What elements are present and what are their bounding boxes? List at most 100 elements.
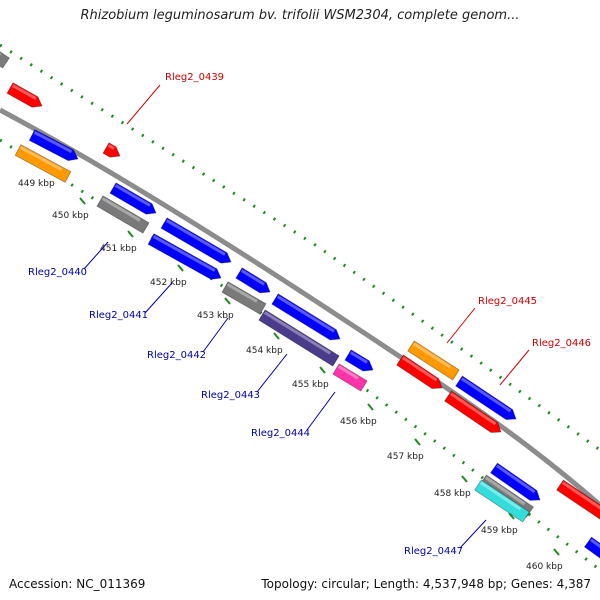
- gene-feature[interactable]: [96, 195, 150, 234]
- gene-label-leader: [446, 307, 476, 344]
- gene-label-rleg2_0445[interactable]: Rleg2_0445: [478, 296, 537, 307]
- gene-highlight: [349, 351, 368, 364]
- kbp-tick: [414, 438, 421, 446]
- gene-shape: [258, 309, 340, 367]
- kbp-tick: [224, 297, 231, 305]
- kbp-tick: [319, 366, 326, 374]
- kbp-tick: [127, 230, 134, 238]
- gene-highlight: [337, 365, 359, 380]
- gene-highlight: [449, 392, 497, 426]
- gene-shape: [160, 217, 232, 264]
- kbp-tick: [273, 332, 280, 340]
- gene-shape: [6, 82, 43, 108]
- kbp-label: 455 kbp: [292, 380, 329, 390]
- kbp-label: 452 kbp: [150, 278, 187, 288]
- gene-shape: [407, 340, 460, 381]
- gene-highlight: [263, 311, 331, 355]
- gene-feature[interactable]: [444, 390, 505, 437]
- gene-label-rleg2_0443[interactable]: Rleg2_0443: [201, 390, 260, 401]
- gene-highlight: [561, 481, 600, 510]
- gene-shape: [271, 293, 341, 341]
- gene-label-rleg2_0444[interactable]: Rleg2_0444: [251, 428, 310, 439]
- gene-highlight: [240, 269, 265, 286]
- gene-shape: [109, 182, 157, 215]
- gene-feature[interactable]: [583, 536, 600, 561]
- gene-label-rleg2_0440[interactable]: Rleg2_0440: [28, 267, 87, 278]
- gene-shape: [221, 281, 267, 315]
- kbp-label: 456 kbp: [340, 417, 377, 427]
- gene-highlight: [165, 219, 226, 256]
- gene-label-rleg2_0442[interactable]: Rleg2_0442: [147, 350, 206, 361]
- gene-highlight: [276, 295, 335, 333]
- gene-feature[interactable]: [344, 349, 376, 375]
- gene-highlight: [412, 342, 452, 369]
- gene-feature[interactable]: [455, 375, 520, 424]
- gene-shape: [344, 349, 374, 372]
- gene-shape: [583, 536, 600, 561]
- gene-feature[interactable]: [109, 182, 159, 218]
- gene-highlight: [226, 283, 258, 303]
- gene-feature[interactable]: [160, 217, 234, 267]
- accession-text: Accession: NC_011369: [9, 577, 146, 591]
- gene-feature[interactable]: [235, 267, 273, 297]
- gene-feature[interactable]: [28, 129, 81, 165]
- gene-highlight: [479, 481, 522, 511]
- gene-shape: [490, 462, 541, 501]
- gene-highlight: [495, 464, 536, 494]
- kbp-tick: [367, 403, 374, 411]
- gene-highlight: [401, 356, 438, 382]
- gene-highlight: [152, 235, 216, 272]
- gene-shape: [332, 363, 368, 392]
- gene-label-leader: [126, 84, 161, 125]
- gene-label-rleg2_0441[interactable]: Rleg2_0441: [89, 310, 148, 321]
- gene-shape: [474, 479, 530, 523]
- genome-backbone: [0, 107, 600, 507]
- kbp-tick: [79, 197, 86, 205]
- gene-shape: [96, 195, 150, 234]
- gene-label-leader: [256, 353, 288, 393]
- kbp-label: 453 kbp: [197, 311, 234, 321]
- gene-feature[interactable]: [396, 354, 446, 393]
- kbp-label: 451 kbp: [100, 244, 137, 254]
- gene-highlight: [101, 197, 141, 222]
- gene-shape: [556, 479, 600, 522]
- gene-feature[interactable]: [102, 142, 123, 161]
- gene-label-leader: [306, 391, 336, 431]
- kbp-label: 460 kbp: [526, 562, 563, 572]
- gene-label-leader: [499, 349, 530, 386]
- kbp-label: 449 kbp: [18, 179, 55, 189]
- kbp-label: 450 kbp: [52, 211, 89, 221]
- gene-feature[interactable]: [14, 144, 72, 183]
- gene-feature[interactable]: [490, 462, 544, 505]
- gene-label-leader: [83, 241, 109, 270]
- gene-feature[interactable]: [0, 49, 10, 69]
- gene-feature[interactable]: [556, 479, 600, 522]
- gene-shape: [444, 390, 502, 433]
- gene-feature[interactable]: [332, 363, 368, 392]
- gene-highlight: [19, 146, 63, 171]
- gene-feature[interactable]: [221, 281, 267, 315]
- gene-shape: [14, 144, 72, 183]
- gene-feature[interactable]: [258, 309, 340, 367]
- gene-feature[interactable]: [474, 479, 530, 523]
- kbp-label: 454 kbp: [246, 346, 283, 356]
- kbp-label: 459 kbp: [481, 526, 518, 536]
- gene-label-rleg2_0439[interactable]: Rleg2_0439: [165, 72, 224, 83]
- gene-shape: [102, 142, 121, 158]
- gene-shape: [396, 354, 443, 389]
- gene-feature[interactable]: [271, 293, 343, 344]
- genome-summary-text: Topology: circular; Length: 4,537,948 bp…: [261, 577, 591, 591]
- gene-feature[interactable]: [147, 233, 224, 283]
- gene-feature[interactable]: [6, 82, 45, 111]
- gene-highlight: [460, 377, 512, 413]
- gene-feature[interactable]: [407, 340, 460, 381]
- kbp-tick: [177, 264, 184, 272]
- gene-shape: [235, 267, 271, 294]
- gene-shape: [0, 49, 10, 69]
- gene-label-rleg2_0447[interactable]: Rleg2_0447: [404, 546, 463, 557]
- kbp-tick: [508, 512, 515, 520]
- gene-highlight: [484, 476, 526, 506]
- kbp-tick: [461, 475, 468, 483]
- gene-label-rleg2_0446[interactable]: Rleg2_0446: [532, 338, 591, 349]
